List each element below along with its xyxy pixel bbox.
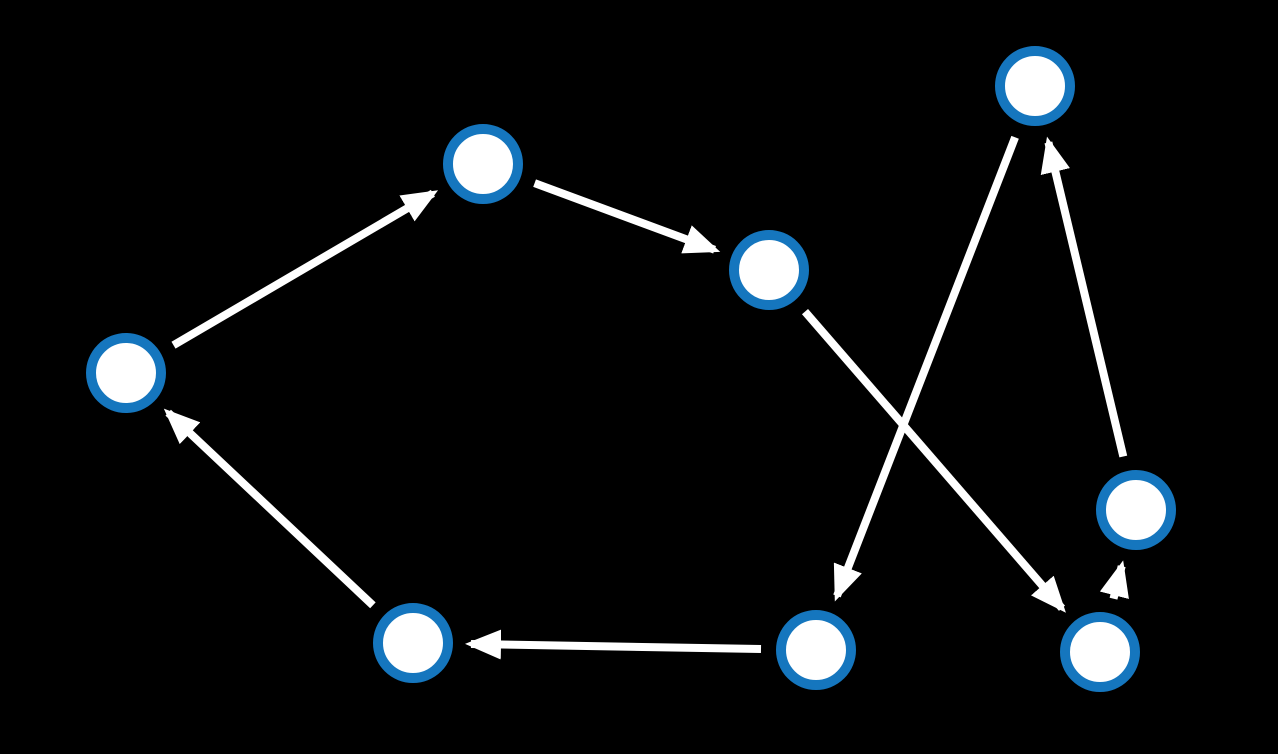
edge-G-E-arrow bbox=[1099, 560, 1129, 600]
edge-A-F-arrow bbox=[833, 135, 1019, 602]
graph-node-E bbox=[1096, 470, 1176, 550]
graph-node-D bbox=[86, 333, 166, 413]
edge-E-A-arrow bbox=[1040, 136, 1128, 458]
graph-node-G bbox=[1060, 612, 1140, 692]
edge-C-G-arrow bbox=[801, 308, 1066, 613]
edge-B-C-arrow bbox=[533, 179, 721, 254]
graph-node-B bbox=[443, 124, 523, 204]
edge-D-B-arrow bbox=[171, 189, 439, 349]
graph-node-H bbox=[373, 603, 453, 683]
graph-node-C bbox=[729, 230, 809, 310]
graph-node-A bbox=[995, 46, 1075, 126]
edge-H-D-arrow bbox=[163, 408, 376, 609]
edge-F-H-arrow bbox=[465, 629, 762, 660]
graph-node-F bbox=[776, 610, 856, 690]
